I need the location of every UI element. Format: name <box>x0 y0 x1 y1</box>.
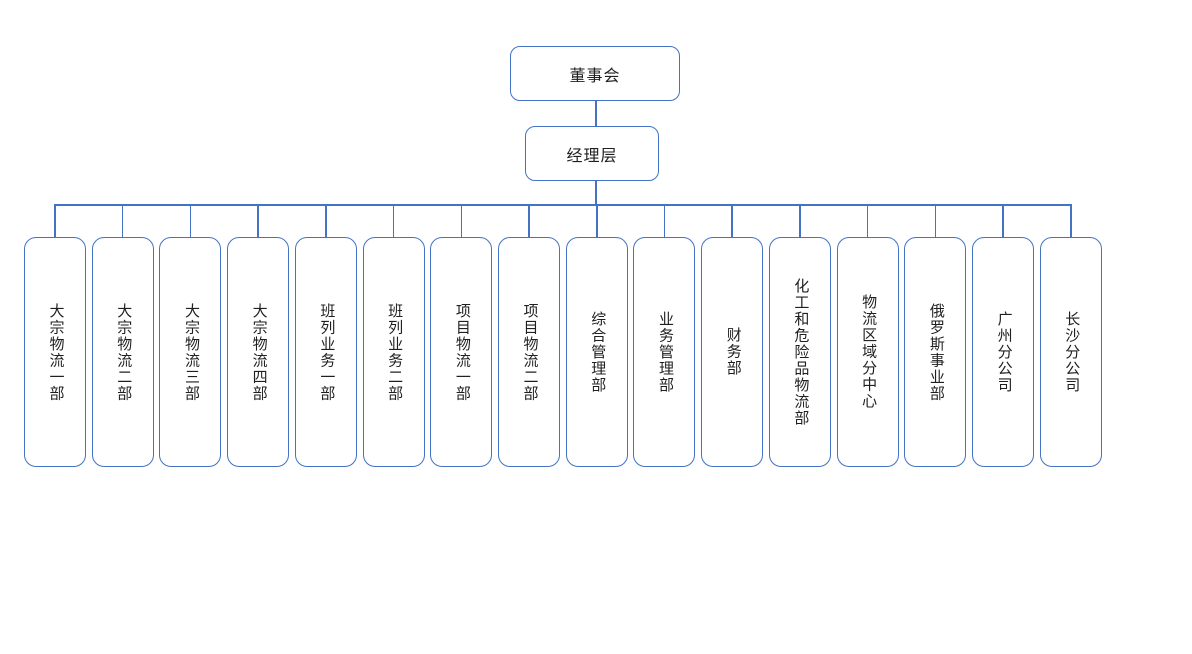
connector-drop <box>189 204 192 237</box>
org-node-department[interactable]: 广州分公司 <box>972 237 1035 467</box>
connector-drop <box>596 204 598 237</box>
org-branch: 项目物流二部 <box>498 204 561 467</box>
connector-drop <box>460 204 463 237</box>
org-branch: 财务部 <box>701 204 764 467</box>
connector-drop <box>528 204 530 237</box>
org-branch: 物流区域分中心 <box>836 204 899 467</box>
org-node-department-label: 广州分公司 <box>995 310 1012 394</box>
connector-drop <box>121 204 124 237</box>
connector-bus-line <box>55 204 1072 206</box>
org-node-department-label: 综合管理部 <box>589 310 606 394</box>
org-node-department-label: 俄罗斯事业部 <box>927 302 944 402</box>
org-node-department-label: 班列业务一部 <box>318 302 335 402</box>
org-branch: 班列业务二部 <box>362 204 425 467</box>
org-node-management[interactable]: 经理层 <box>525 126 659 181</box>
org-branch: 班列业务一部 <box>294 204 357 467</box>
connector-drop <box>325 204 327 237</box>
org-node-board-label: 董事会 <box>569 67 621 85</box>
org-node-department[interactable]: 俄罗斯事业部 <box>904 237 967 467</box>
connector-drop <box>731 204 733 237</box>
org-node-department-label: 项目物流二部 <box>521 302 538 402</box>
org-branch: 广州分公司 <box>972 204 1035 467</box>
org-branch: 化工和危险品物流部 <box>768 204 831 467</box>
connector-drop <box>663 204 666 237</box>
org-node-department-label: 化工和危险品物流部 <box>792 277 809 427</box>
org-branch: 大宗物流二部 <box>91 204 154 467</box>
org-node-department-label: 项目物流一部 <box>453 302 470 402</box>
org-branch: 俄罗斯事业部 <box>904 204 967 467</box>
org-node-department[interactable]: 项目物流二部 <box>498 237 561 467</box>
connector-drop <box>1070 204 1072 237</box>
org-node-department[interactable]: 班列业务二部 <box>362 237 425 467</box>
org-node-department[interactable]: 大宗物流一部 <box>24 237 86 467</box>
connector-drop <box>392 204 395 237</box>
org-branch: 业务管理部 <box>633 204 696 467</box>
org-branch: 大宗物流三部 <box>159 204 222 467</box>
org-branch: 长沙分公司 <box>1039 204 1102 467</box>
org-node-department-label: 班列业务二部 <box>386 302 403 402</box>
org-branch: 大宗物流一部 <box>24 204 86 467</box>
org-branch: 项目物流一部 <box>430 204 493 467</box>
department-row: 大宗物流一部 大宗物流二部 大宗物流三部 大宗物流四部 班列业务一部 <box>24 204 1102 467</box>
org-node-department-label: 财务部 <box>724 327 741 377</box>
org-node-department[interactable]: 项目物流一部 <box>430 237 493 467</box>
org-branch: 大宗物流四部 <box>227 204 290 467</box>
org-node-department[interactable]: 大宗物流四部 <box>227 237 290 467</box>
org-node-department[interactable]: 长沙分公司 <box>1039 237 1102 467</box>
org-node-board[interactable]: 董事会 <box>510 46 680 101</box>
org-node-department[interactable]: 班列业务一部 <box>294 237 357 467</box>
org-node-department[interactable]: 大宗物流三部 <box>159 237 222 467</box>
org-node-department-label: 大宗物流四部 <box>250 302 267 402</box>
org-node-department[interactable]: 业务管理部 <box>633 237 696 467</box>
org-node-department-label: 大宗物流三部 <box>182 302 199 402</box>
org-node-department[interactable]: 物流区域分中心 <box>836 237 899 467</box>
org-node-department[interactable]: 综合管理部 <box>565 237 628 467</box>
connector-drop <box>799 204 801 237</box>
org-node-department[interactable]: 财务部 <box>701 237 764 467</box>
org-node-department-label: 物流区域分中心 <box>860 294 877 410</box>
connector-board-manager <box>595 101 597 126</box>
org-node-management-label: 经理层 <box>566 147 618 165</box>
connector-drop <box>257 204 259 237</box>
connector-drop <box>934 204 937 237</box>
org-node-department[interactable]: 化工和危险品物流部 <box>768 237 831 467</box>
org-node-department-label: 大宗物流一部 <box>47 302 64 402</box>
org-node-department-label: 长沙分公司 <box>1063 310 1080 394</box>
org-node-department[interactable]: 大宗物流二部 <box>91 237 154 467</box>
connector-manager-bus <box>595 181 597 204</box>
org-node-department-label: 业务管理部 <box>656 310 673 394</box>
org-branch: 综合管理部 <box>565 204 628 467</box>
org-node-department-label: 大宗物流二部 <box>115 302 132 402</box>
connector-drop <box>54 204 56 237</box>
connector-drop <box>1002 204 1004 237</box>
connector-drop <box>866 204 869 237</box>
